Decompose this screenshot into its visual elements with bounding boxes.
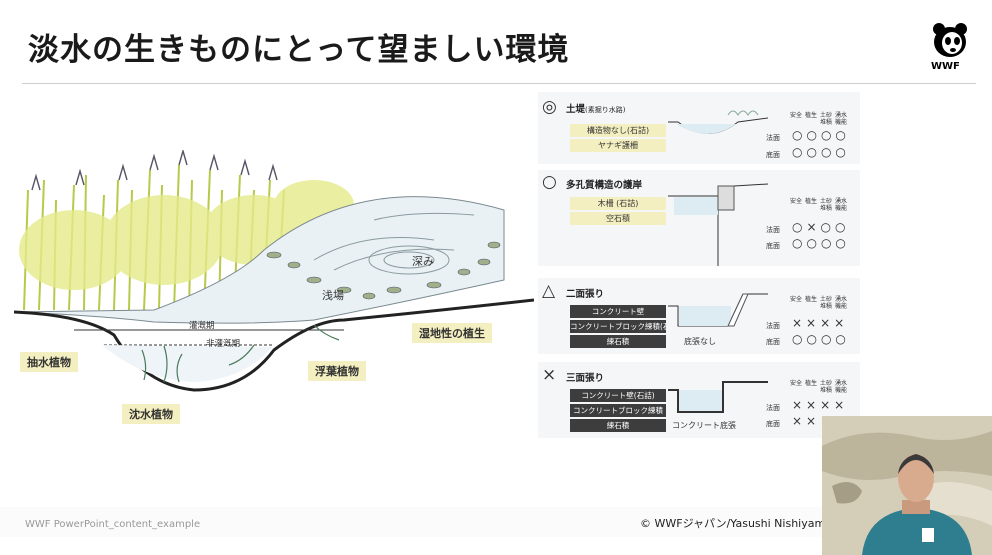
footer-template-label: WWF PowerPoint_content_example xyxy=(25,519,201,530)
title-divider xyxy=(22,83,976,84)
row-label-bottom: 底面 xyxy=(766,242,780,250)
triangle-icon: △ xyxy=(542,281,556,301)
panel-note: コンクリート底張 xyxy=(672,421,736,430)
cross-section-two-sided-icon xyxy=(668,293,768,327)
slope-marks: ×××× xyxy=(792,398,849,412)
panda-logo-icon xyxy=(933,23,967,57)
circle-icon: ○ xyxy=(542,172,557,192)
row-label-bottom: 底面 xyxy=(766,151,780,159)
label-emergent-plants: 抽水植物 xyxy=(20,352,78,372)
row-label-slope: 法面 xyxy=(766,226,780,234)
panel-note: 底張なし xyxy=(684,337,716,346)
presenter-video xyxy=(822,416,992,555)
cross-section-three-sided-icon xyxy=(668,381,768,413)
slope-marks: ○×○○ xyxy=(792,220,850,234)
slope-marks: ×××× xyxy=(792,316,849,330)
bottom-marks: ○○○○ xyxy=(792,332,850,346)
river-illustration-icon xyxy=(13,148,535,440)
panel-tag: コンクリートブロック練積(石詰) xyxy=(570,320,666,333)
footer-copyright: © WWFジャパン/Yasushi Nishiyam xyxy=(640,517,826,530)
row-label-slope: 法面 xyxy=(766,134,780,142)
cross-section-porous-icon xyxy=(668,183,768,266)
bottom-marks: ○○○○ xyxy=(792,236,850,250)
row-label-bottom: 底面 xyxy=(766,420,780,428)
panel-title: 三面張り xyxy=(566,373,605,384)
row-label-bottom: 底面 xyxy=(766,338,780,346)
panel-title: 多孔質構造の護岸 xyxy=(566,180,643,191)
label-non-irrigation-period: 非灌漑期 xyxy=(206,339,241,349)
panel-tag: コンクリートブロック練積 xyxy=(570,404,666,417)
panel-title: 二面張り xyxy=(566,289,605,300)
row-label-slope: 法面 xyxy=(766,404,780,412)
river-cross-section-illustration: 抽水植物 沈水植物 浮葉植物 湿地性の植生 浅場 深み 灌漑期 非灌漑期 xyxy=(13,148,535,440)
double-circle-icon: ◎ xyxy=(542,97,557,117)
bottom-marks: ○○○○ xyxy=(792,145,850,159)
panel-tag: コンクリート壁 xyxy=(570,305,666,318)
panel-tag: 木柵 (石詰) xyxy=(570,197,666,210)
slide-title: 淡水の生きものにとって望ましい環境 xyxy=(28,32,570,68)
label-irrigation-period: 灌漑期 xyxy=(189,321,215,331)
label-wetland-vegetation: 湿地性の植生 xyxy=(412,323,492,343)
panel-tag: 構造物なし(石詰) xyxy=(570,124,666,137)
panel-tag: コンクリート壁(石詰) xyxy=(570,389,666,402)
panel-title: 土堤(素掘り水路) xyxy=(566,104,626,115)
panel-tag: 練石積 xyxy=(570,335,666,348)
label-deep-pool: 深み xyxy=(412,255,434,268)
wwf-logo-text: WWF xyxy=(931,61,960,72)
panel-tag: 練石積 xyxy=(570,419,666,432)
cross-section-earth-icon xyxy=(668,110,768,134)
label-shallows: 浅場 xyxy=(322,289,344,302)
panel-tag: ヤナギ護柵 xyxy=(570,139,666,152)
presenter-video-icon xyxy=(822,416,992,555)
label-floating-leaf-plants: 浮葉植物 xyxy=(308,361,366,381)
slope-marks: ○○○○ xyxy=(792,128,850,142)
cross-icon: × xyxy=(542,365,557,385)
panel-tag: 空石積 xyxy=(570,212,666,225)
label-submerged-plants: 沈水植物 xyxy=(122,404,180,424)
row-label-slope: 法面 xyxy=(766,322,780,330)
